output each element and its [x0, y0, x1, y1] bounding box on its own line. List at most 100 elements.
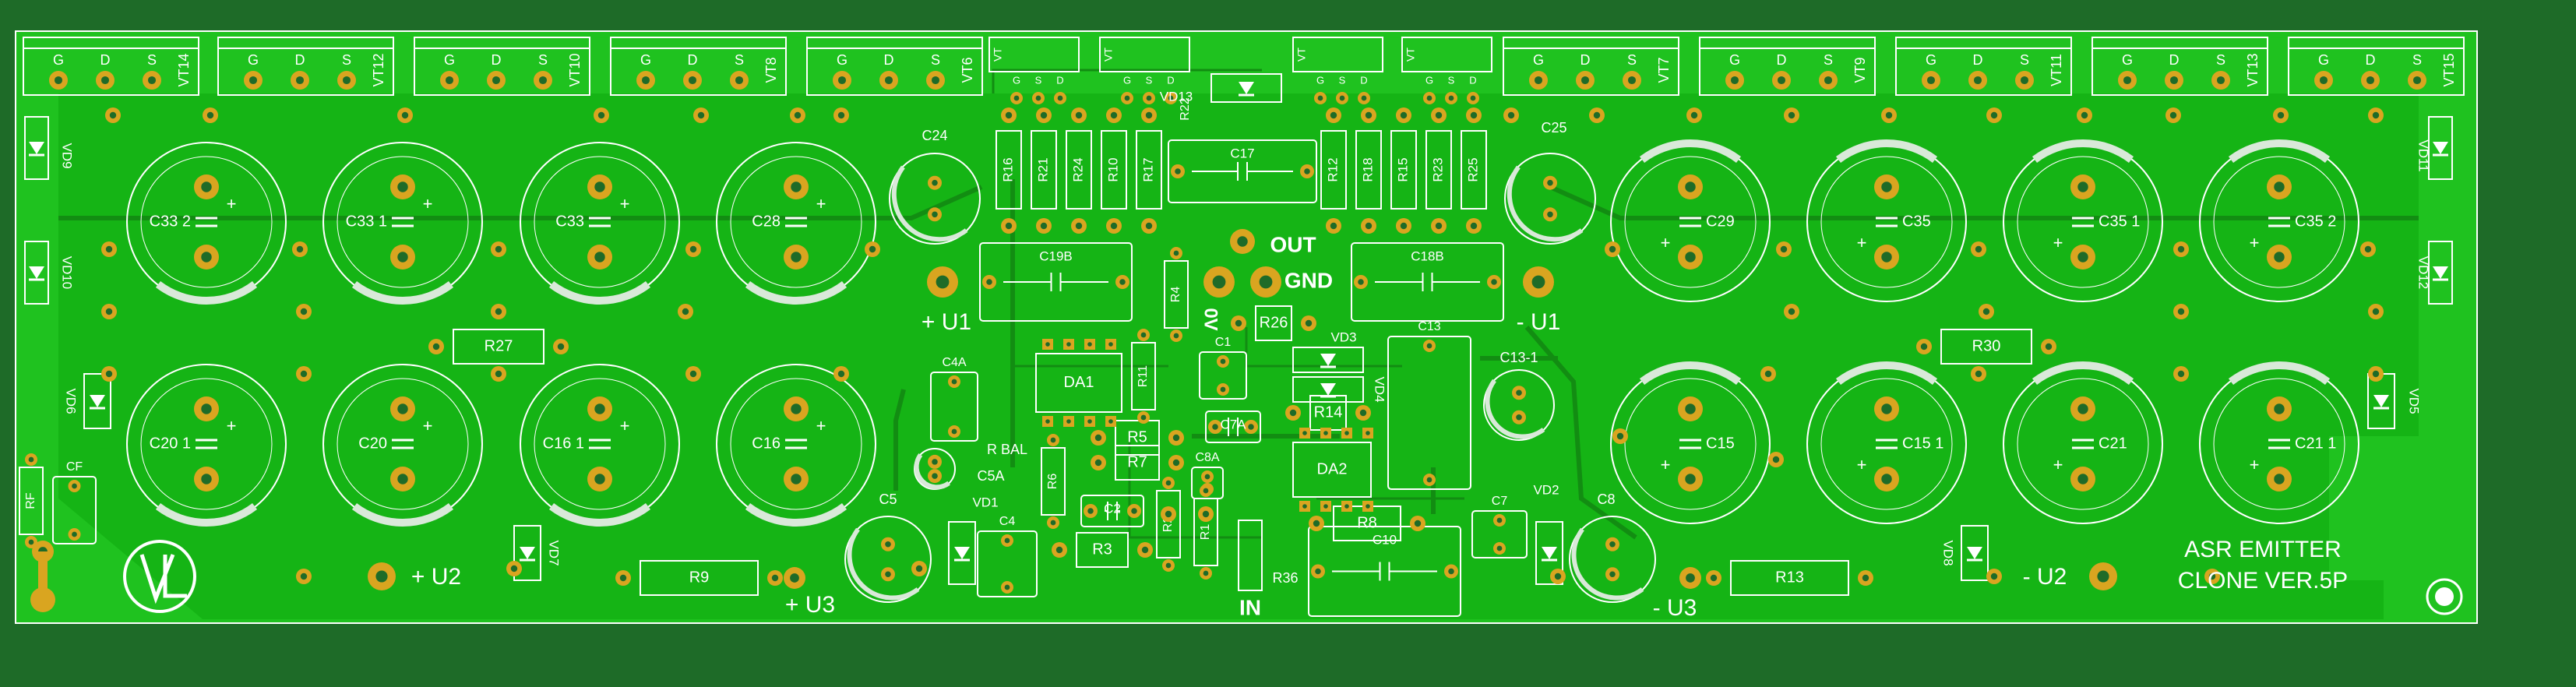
- pad-hole: [1881, 403, 1892, 414]
- cap-pad: [2267, 396, 2292, 421]
- transistor-pad: [1922, 71, 1940, 90]
- pad-hole: [1982, 308, 1990, 315]
- resistor-outline: [19, 467, 44, 535]
- small-transistor-outline: [1401, 37, 1492, 72]
- pad-hole: [1289, 409, 1297, 417]
- transistor-ref: VT7: [1656, 57, 1672, 83]
- pad-hole: [2372, 370, 2380, 378]
- transistor-pad: [49, 71, 68, 90]
- cap-cf: CF: [52, 460, 97, 544]
- cap-inner-outline: [2017, 156, 2149, 288]
- pin-label: G: [837, 52, 848, 68]
- pad-hole: [1554, 572, 1562, 580]
- pad-hole: [1302, 431, 1307, 435]
- transistor-ref: VT10: [567, 53, 583, 86]
- cap-pad: [928, 175, 942, 190]
- cap-pad: [1300, 164, 1314, 178]
- transistor-pad: [291, 71, 309, 90]
- resistor-pad: [1200, 484, 1212, 497]
- resistor-pad: [1231, 315, 1246, 331]
- cap-pad: [1171, 164, 1185, 178]
- cap-label: C21: [2099, 435, 2127, 452]
- pad-hole: [557, 343, 565, 351]
- transistor-outline: [610, 37, 787, 96]
- small-transistor-pad: [1010, 92, 1023, 104]
- transistor-ref: VT6: [960, 57, 975, 83]
- cap-pad: [587, 467, 612, 491]
- trimmer-label: R BAL: [987, 442, 1027, 457]
- transistor-pad: [926, 71, 945, 90]
- film-cap-outline: [1471, 510, 1528, 558]
- cap-plus: +: [1661, 233, 1671, 252]
- small-transistor-outline: [988, 37, 1080, 72]
- diode-symbol: [29, 266, 44, 279]
- resistor-r4: R4: [1164, 247, 1189, 342]
- pad-hole: [1203, 488, 1209, 494]
- resistor-pad: [1916, 339, 1932, 354]
- resistor-label: R13: [1775, 569, 1804, 586]
- resistor-label: R15: [1395, 157, 1410, 181]
- cap-polarity-band: [548, 502, 651, 527]
- pad-hole: [2020, 76, 2029, 85]
- resistor-pad: [1361, 107, 1376, 123]
- pad-hole: [1220, 358, 1226, 365]
- via-pad: [1784, 107, 1799, 123]
- pin-label: S: [2412, 52, 2422, 68]
- pad-hole: [1516, 414, 1522, 421]
- cap-inner-outline: [1624, 378, 1757, 510]
- pad-hole: [837, 111, 845, 119]
- diode-outline: [24, 241, 49, 305]
- pad-hole: [2177, 245, 2185, 253]
- film-cap-label: C13: [1418, 320, 1440, 333]
- diode-vd10: VD10: [24, 241, 75, 305]
- pad-hole: [1235, 319, 1242, 327]
- diode-vd2: VD2: [1533, 482, 1563, 585]
- pad-hole: [682, 308, 689, 315]
- diode-label: VD9: [60, 143, 75, 168]
- cap-c21-1: +C21 1: [2199, 361, 2359, 524]
- pad-hole: [1885, 111, 1893, 119]
- via-pad: [2368, 366, 2384, 382]
- pad-hole: [1005, 111, 1013, 119]
- pad-hole: [1516, 389, 1522, 396]
- terminal-plus-u3: [784, 567, 805, 589]
- pin-label: D: [100, 52, 111, 68]
- resistor-pad: [1355, 405, 1371, 421]
- pad-hole: [201, 403, 212, 414]
- resistor-pad: [428, 339, 444, 354]
- pad-hole: [100, 76, 110, 85]
- pad-hole: [1110, 111, 1118, 119]
- pad-hole: [1165, 510, 1172, 518]
- resistor-outline: [1461, 130, 1487, 210]
- misc-component-layer: VD9VD10VD6VD7VD11VD12VD5VD8VD1VD2VD3VD4V…: [24, 73, 2463, 615]
- resistor-r8: R8: [1309, 506, 1425, 541]
- pad-hole: [688, 76, 697, 85]
- cap-inner-outline: [534, 156, 666, 288]
- ic-label: DA1: [1064, 374, 1094, 391]
- resistor-label: R21: [1035, 157, 1050, 181]
- transistor-ref: VT9: [1852, 57, 1868, 83]
- film-cap-outline: [52, 476, 97, 544]
- pad-hole: [1777, 76, 1786, 85]
- pad-hole: [1057, 95, 1063, 101]
- cap-polarity-band: [2228, 361, 2331, 386]
- film-cap-label: C7: [1492, 495, 1508, 508]
- cap-plus: +: [2250, 455, 2260, 474]
- pin-label: D: [1469, 74, 1476, 86]
- pad-hole: [2366, 76, 2375, 85]
- via-pad: [203, 107, 218, 123]
- pad-hole: [1005, 222, 1013, 230]
- label-minus-u3: - U3: [1653, 595, 1697, 621]
- film-cap-label: C1: [1215, 336, 1232, 349]
- diode-label: VD11: [2416, 139, 2431, 171]
- small-cap-band: [847, 527, 920, 601]
- ic-outline: [1292, 442, 1372, 498]
- via-pad: [296, 569, 312, 584]
- pad-hole: [791, 403, 802, 414]
- pad-hole: [2177, 308, 2185, 315]
- ic-outline: [1035, 353, 1122, 413]
